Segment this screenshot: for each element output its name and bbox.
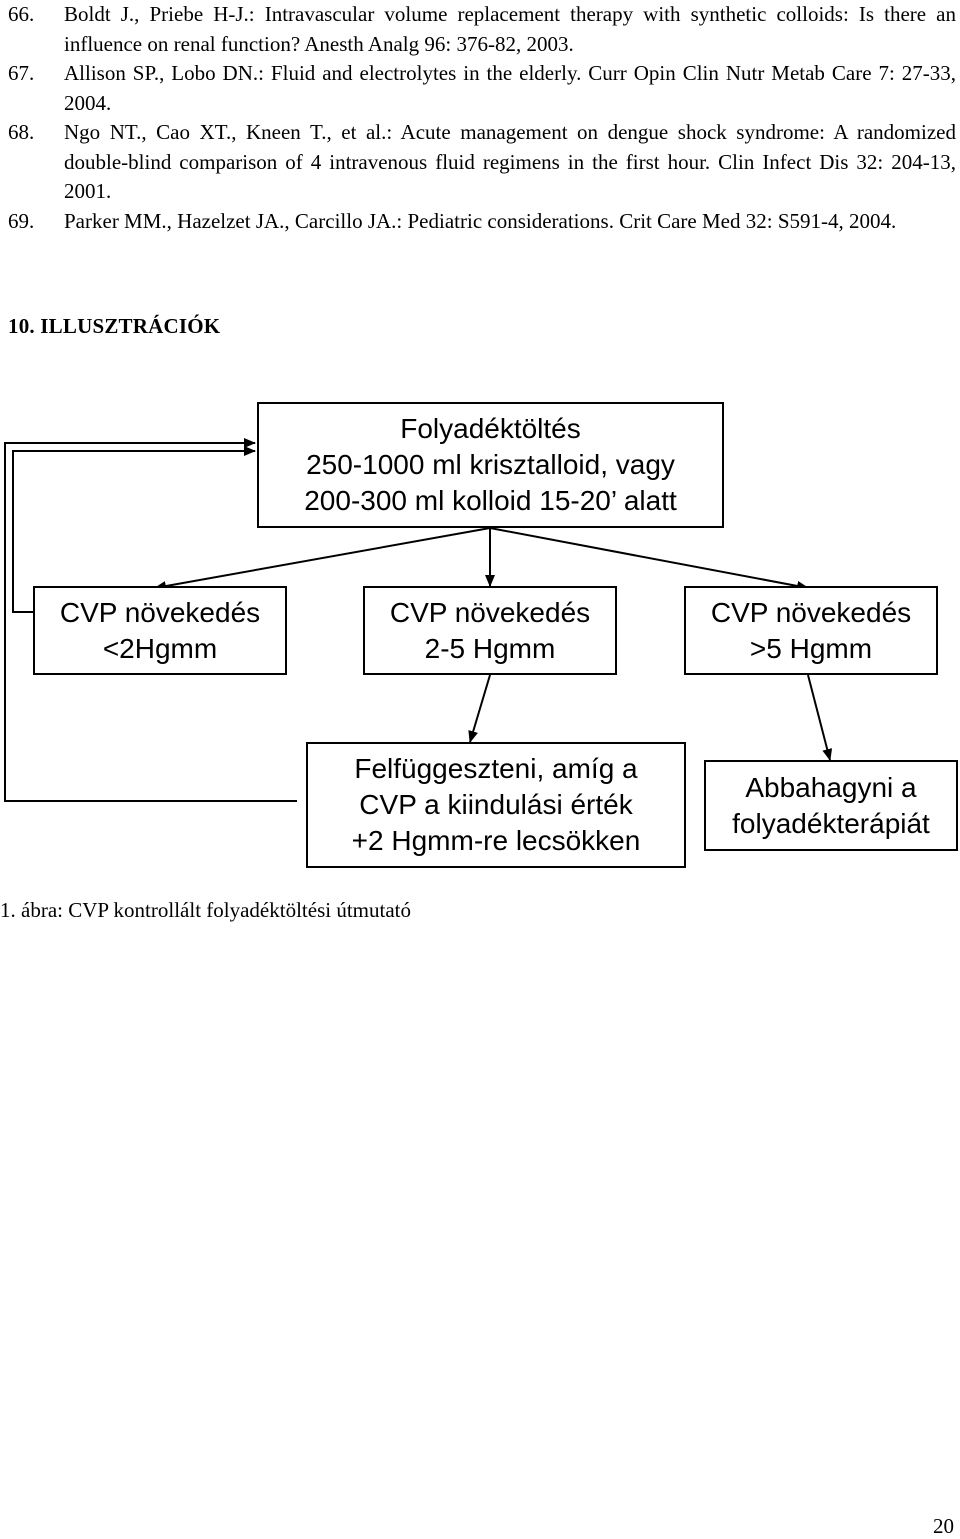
- box-line: >5 Hgmm: [749, 632, 873, 664]
- arrow-right-to-stop: [807, 674, 833, 761]
- arrow-top-to-right: [489, 527, 809, 591]
- box-line: CVP növekedés: [710, 596, 912, 628]
- section-heading: 10. ILLUSZTRÁCIÓK: [8, 314, 221, 338]
- suspend-box: Felfüggeszteni, amíg a CVP a kiindulási …: [306, 742, 686, 868]
- cvp-above-5-box: CVP növekedés >5 Hgmm: [684, 586, 938, 675]
- stop-therapy-box: Abbahagyni a folyadékterápiát: [704, 760, 958, 851]
- reference-number: 66.: [8, 2, 35, 26]
- box-line: 250-1000 ml krisztalloid, vagy: [306, 449, 675, 480]
- box-line: Folyadéktöltés: [400, 413, 581, 444]
- box-line: CVP növekedés: [59, 596, 261, 628]
- box-line: CVP növekedés: [389, 596, 591, 628]
- reference-text: Ngo NT., Cao XT., Kneen T., et al.: Acut…: [64, 120, 956, 203]
- page-number: 20: [933, 1514, 954, 1538]
- box-line: Abbahagyni a: [745, 771, 917, 803]
- reference-number: 68.: [8, 120, 35, 144]
- box-line: CVP a kiindulási érték: [359, 789, 633, 820]
- fluid-loading-box: Folyadéktöltés 250-1000 ml krisztalloid,…: [257, 402, 724, 528]
- reference-number: 67.: [8, 61, 35, 85]
- arrow-top-to-left: [154, 527, 491, 591]
- reference-text: Boldt J., Priebe H-J.: Intravascular vol…: [64, 2, 956, 56]
- reference-text: Parker MM., Hazelzet JA., Carcillo JA.: …: [64, 208, 897, 233]
- box-line: +2 Hgmm-re lecsökken: [351, 825, 641, 856]
- reference-item: 69. Parker MM., Hazelzet JA., Carcillo J…: [8, 207, 956, 237]
- box-line: 2-5 Hgmm: [424, 632, 556, 664]
- loop-suspend-to-top: [4, 438, 297, 802]
- loop-left-box-to-top: [12, 446, 256, 613]
- reference-number: 69.: [8, 208, 35, 233]
- reference-item: 68. Ngo NT., Cao XT., Kneen T., et al.: …: [8, 118, 956, 207]
- cvp-2-5-box: CVP növekedés 2-5 Hgmm: [363, 586, 617, 675]
- box-line: 200-300 ml kolloid 15-20’ alatt: [304, 485, 677, 516]
- reference-text: Allison SP., Lobo DN.: Fluid and electro…: [64, 61, 956, 115]
- reference-item: 67. Allison SP., Lobo DN.: Fluid and ele…: [8, 59, 956, 118]
- reference-list: 66. Boldt J., Priebe H-J.: Intravascular…: [8, 0, 956, 236]
- arrow-middle-to-suspend: [468, 674, 491, 743]
- figure-caption: 1. ábra: CVP kontrollált folyadéktöltési…: [0, 898, 411, 922]
- cvp-below-2-box: CVP növekedés <2Hgmm: [33, 586, 287, 675]
- reference-item: 66. Boldt J., Priebe H-J.: Intravascular…: [8, 0, 956, 59]
- box-line: folyadékterápiát: [732, 807, 930, 839]
- box-line: Felfüggeszteni, amíg a: [354, 753, 638, 784]
- box-line: <2Hgmm: [102, 632, 218, 664]
